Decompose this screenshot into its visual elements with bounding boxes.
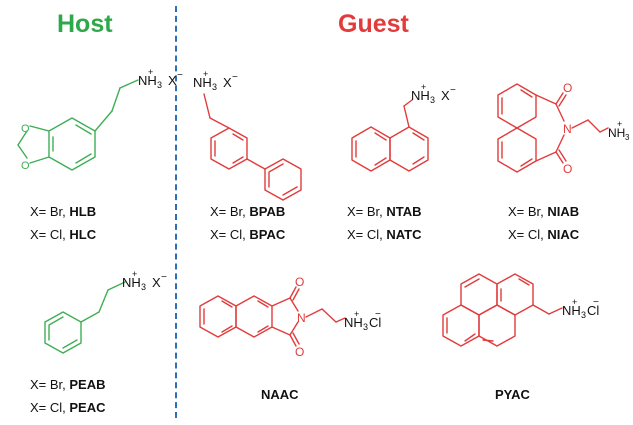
guest-heading: Guest <box>338 10 409 38</box>
naac-ammonium-label: NH 3 + Cl − <box>344 308 404 339</box>
svg-text:NH: NH <box>193 75 212 90</box>
svg-text:3: 3 <box>625 133 630 142</box>
pyac-ammonium-label: NH 3 + Cl − <box>562 296 622 327</box>
svg-text:NH: NH <box>608 126 625 140</box>
svg-text:X: X <box>168 73 177 88</box>
svg-text:X: X <box>152 275 161 290</box>
svg-text:NH: NH <box>411 88 430 103</box>
caption-bpac: X= Cl, BPAC <box>210 227 286 242</box>
hl-ammonium-label: NH 3 + X − <box>138 67 198 97</box>
naac-nitrogen: N <box>297 311 306 325</box>
nia-oxygen-top: O <box>563 81 572 95</box>
caption-niab: X= Br, NIAB <box>508 204 580 219</box>
pea-ammonium-label: NH 3 + X − <box>122 269 182 299</box>
caption-peab: X= Br, PEAB <box>30 377 106 392</box>
naac-oxygen-top: O <box>295 275 304 289</box>
caption-niac: X= Cl, NIAC <box>508 227 580 242</box>
svg-text:NH: NH <box>344 315 363 330</box>
caption-naac: NAAC <box>261 387 299 402</box>
hl-oxygen-bottom: O <box>21 160 30 172</box>
caption-hlb: X= Br, HLB <box>30 204 97 219</box>
section-divider <box>175 6 177 418</box>
nia-nitrogen: N <box>563 122 572 136</box>
svg-text:+: + <box>132 269 137 279</box>
caption-peac: X= Cl, PEAC <box>30 400 106 415</box>
host-heading: Host <box>57 10 113 38</box>
caption-bpab: X= Br, BPAB <box>210 204 286 219</box>
svg-text:NH: NH <box>122 275 141 290</box>
svg-text:3: 3 <box>212 82 217 92</box>
svg-text:Cl: Cl <box>587 303 599 318</box>
naac-oxygen-bottom: O <box>295 345 304 359</box>
svg-text:+: + <box>421 82 426 92</box>
nta-ammonium-label: NH 3 + X − <box>411 82 471 112</box>
svg-text:3: 3 <box>363 322 368 332</box>
svg-text:NH: NH <box>562 303 581 318</box>
hl-oxygen-top: O <box>21 123 30 135</box>
nia-ammonium-label: NH 3 + <box>608 119 633 149</box>
svg-text:3: 3 <box>581 310 586 320</box>
nia-oxygen-bottom: O <box>563 162 572 176</box>
svg-text:X: X <box>441 88 450 103</box>
svg-text:X: X <box>223 75 232 90</box>
svg-text:NH: NH <box>138 73 157 88</box>
svg-text:+: + <box>572 297 577 307</box>
svg-text:3: 3 <box>157 80 162 90</box>
svg-text:+: + <box>148 67 153 77</box>
svg-text:−: − <box>232 72 238 83</box>
svg-text:Cl: Cl <box>369 315 381 330</box>
svg-text:−: − <box>450 85 456 96</box>
svg-text:3: 3 <box>141 282 146 292</box>
caption-pyac: PYAC <box>495 387 530 402</box>
svg-text:+: + <box>354 309 359 319</box>
svg-text:+: + <box>203 69 208 79</box>
svg-text:−: − <box>375 309 381 320</box>
caption-hlc: X= Cl, HLC <box>30 227 97 242</box>
caption-natc: X= Cl, NATC <box>347 227 422 242</box>
caption-ntab: X= Br, NTAB <box>347 204 422 219</box>
svg-text:−: − <box>177 70 183 81</box>
svg-text:+: + <box>617 119 622 129</box>
svg-text:3: 3 <box>430 95 435 105</box>
svg-text:−: − <box>593 297 599 308</box>
bpa-ammonium-label: NH 3 + X − <box>193 69 253 99</box>
svg-text:−: − <box>161 272 167 283</box>
